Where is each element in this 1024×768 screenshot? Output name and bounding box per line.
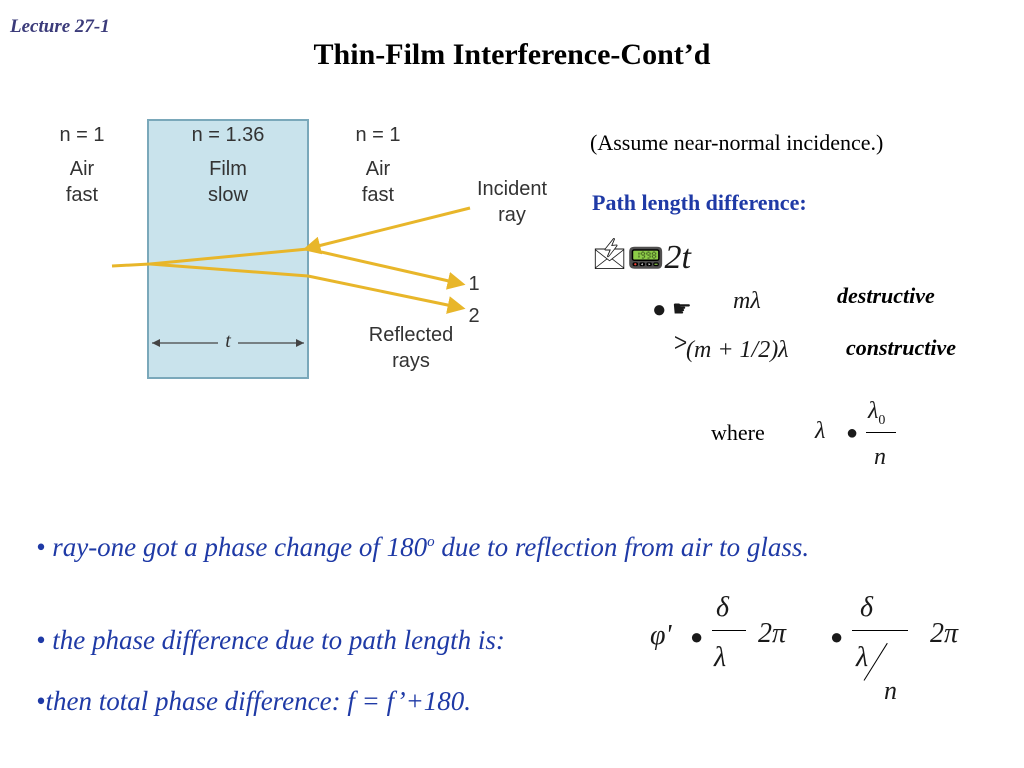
assumption-note: (Assume near-normal incidence.) xyxy=(590,130,884,155)
lambda-n-symbol: λ xyxy=(815,418,826,444)
path-length-heading: Path length difference: xyxy=(592,190,807,215)
right-medium-speed: fast xyxy=(361,184,395,206)
right-medium-label: n = 1 Air fast xyxy=(348,122,408,208)
phase-formula: φ' ● δ λ 2π ● δ λ n 2π xyxy=(646,590,976,710)
equals-bullet-icon: ● xyxy=(652,297,667,323)
ray-2-label: 2 xyxy=(468,305,480,327)
phi-equals-icon: ● xyxy=(690,624,704,649)
brace-top-icon: ☛ xyxy=(672,296,692,321)
reflected-label-line2: rays xyxy=(392,350,430,372)
two-pi-2: 2π xyxy=(930,618,959,649)
constructive-label: constructive xyxy=(846,335,956,360)
fraction-bar-1 xyxy=(712,630,746,631)
transmitted-ray xyxy=(111,262,151,268)
thin-film-diagram xyxy=(111,119,471,379)
degree-superscript: o xyxy=(427,534,435,550)
reflected-rays-label: Reflected rays xyxy=(356,322,466,374)
lambda-denominator: λ xyxy=(714,642,727,673)
lambda-0-numerator: λ0 xyxy=(868,398,885,429)
refracted-ray xyxy=(149,247,309,266)
back-reflected-ray xyxy=(149,262,309,278)
bullet-total-phase: •then total phase difference: f = f’+180… xyxy=(36,686,472,716)
slide-title: Thin-Film Interference-Cont’d xyxy=(313,38,711,71)
phi-prime: φ' xyxy=(650,620,672,651)
film-name: Film xyxy=(209,158,247,180)
condition-half-lambda: (m + 1/2)λ xyxy=(686,337,789,363)
reflected-label-line1: Reflected xyxy=(368,324,454,346)
incident-ray-label: Incident ray xyxy=(462,176,562,228)
where-label: where xyxy=(711,420,765,445)
lecture-label: Lecture 27-1 xyxy=(10,16,110,37)
equals-glyph-icon: 📟 xyxy=(627,241,665,276)
lambda-denominator-2: λ xyxy=(856,642,869,673)
fraction-bar xyxy=(866,432,896,433)
bullet-1-text: • ray-one got a phase change of 180 xyxy=(36,532,428,562)
right-medium-index: n = 1 xyxy=(355,124,401,146)
path-difference-equation: 🖄📟2t xyxy=(592,236,691,287)
lambda-0-symbol: λ xyxy=(868,398,879,424)
where-equals-icon: ● xyxy=(846,422,859,444)
condition-m-lambda: mλ xyxy=(733,288,761,314)
left-medium-index: n = 1 xyxy=(59,124,105,146)
fraction-bar-2 xyxy=(852,630,908,631)
incident-label-line1: Incident xyxy=(476,178,548,200)
thin-film-figure: n = 1 Air fast n = 1.36 Film slow n = 1 … xyxy=(52,118,562,380)
ray-1-label: 1 xyxy=(468,273,480,295)
bullet-phase-difference: • the phase difference due to path lengt… xyxy=(36,625,505,655)
reflected-ray-1 xyxy=(307,247,466,290)
lambda-0-subscript: 0 xyxy=(878,412,886,428)
n-denominator: n xyxy=(874,444,886,470)
reflected-ray-2 xyxy=(307,274,466,314)
right-medium-name: Air xyxy=(365,158,391,180)
eq-2t: 2t xyxy=(664,239,691,276)
incident-label-line2: ray xyxy=(498,204,526,226)
left-medium-name: Air xyxy=(69,158,95,180)
second-equals-icon: ● xyxy=(830,624,844,649)
delta-numerator-2: δ xyxy=(860,592,874,623)
two-pi-1: 2π xyxy=(758,618,787,649)
left-medium-speed: fast xyxy=(65,184,99,206)
incident-ray xyxy=(302,206,471,255)
film-label: n = 1.36 Film slow xyxy=(180,122,276,208)
destructive-label: destructive xyxy=(837,283,935,308)
bullet-1-text-end: due to reflection from air to glass. xyxy=(434,532,810,562)
brace-bottom-icon: ᐳ xyxy=(674,333,688,353)
delta-glyph-icon: 🖄 xyxy=(592,241,628,276)
thickness-label: t xyxy=(218,328,238,354)
delta-numerator: δ xyxy=(716,592,730,623)
n-index: n xyxy=(884,676,897,705)
film-speed: slow xyxy=(207,184,248,206)
bullet-phase-change: • ray-one got a phase change of 180o due… xyxy=(36,522,956,567)
film-index: n = 1.36 xyxy=(191,124,265,146)
left-medium-label: n = 1 Air fast xyxy=(52,122,112,208)
